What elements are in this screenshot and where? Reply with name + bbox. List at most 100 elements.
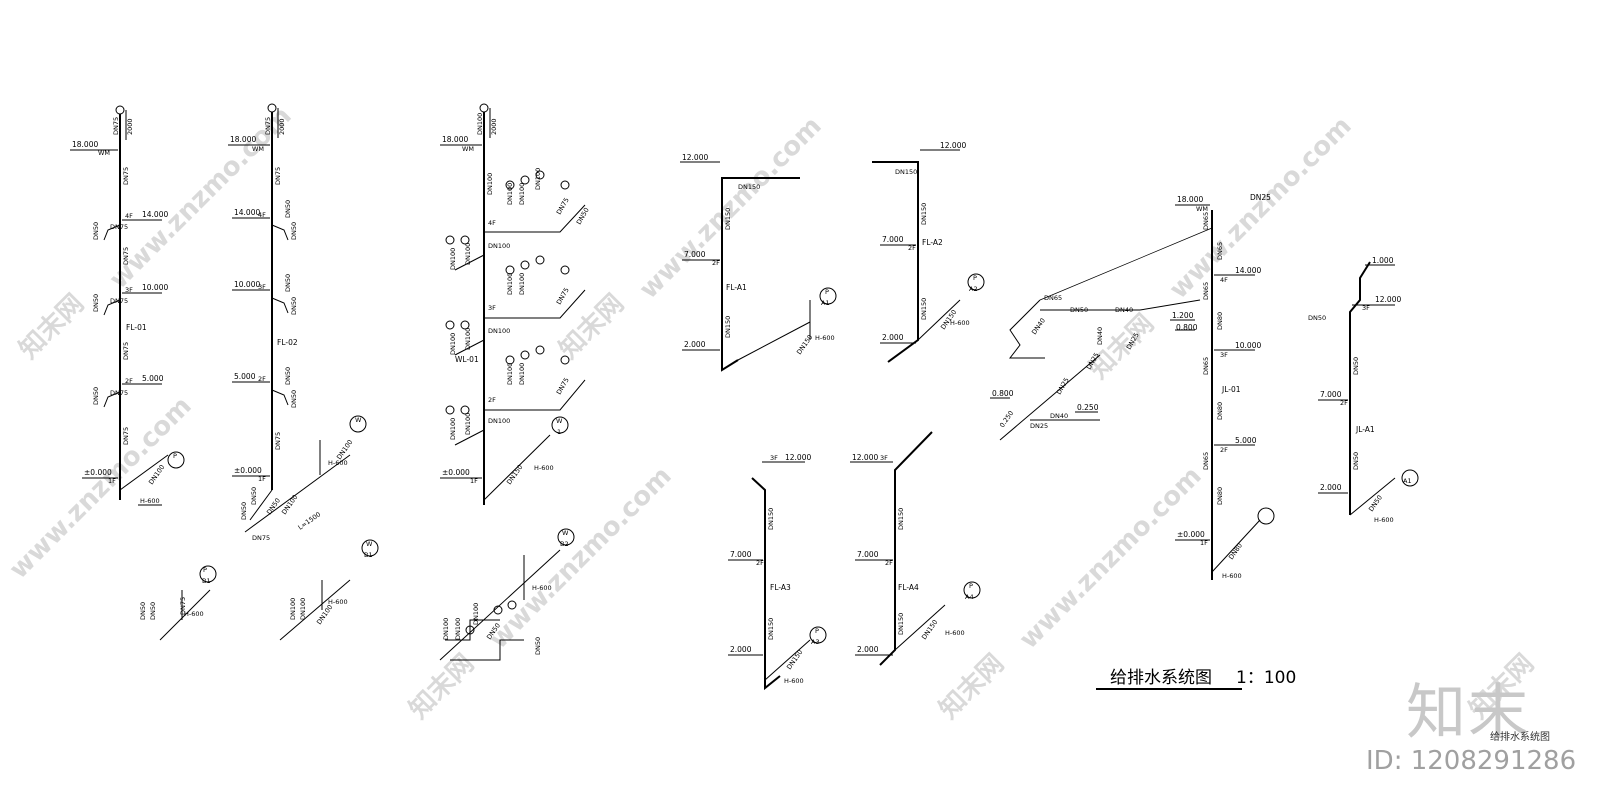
svg-text:DN80: DN80: [1216, 487, 1224, 505]
svg-text:H-600: H-600: [184, 610, 204, 618]
watermark-text: www.znzmo.com: [484, 461, 678, 655]
svg-text:4F: 4F: [488, 219, 496, 227]
svg-text:0.800: 0.800: [992, 389, 1014, 398]
svg-text:DN50: DN50: [575, 206, 591, 226]
svg-text:DN75: DN75: [555, 196, 571, 216]
svg-text:DN75: DN75: [122, 342, 130, 360]
svg-text:2F: 2F: [258, 375, 266, 383]
svg-text:10.000: 10.000: [234, 280, 260, 289]
svg-text:H-600: H-600: [1374, 516, 1394, 524]
svg-text:DN50: DN50: [1367, 494, 1384, 513]
svg-text:DN75: DN75: [110, 223, 128, 231]
svg-text:1F: 1F: [258, 475, 266, 483]
svg-text:14.000: 14.000: [142, 210, 168, 219]
svg-text:H-600: H-600: [534, 464, 554, 472]
brand-subtitle: 给排水系统图: [1490, 732, 1550, 743]
svg-text:WM: WM: [462, 145, 474, 153]
svg-text:12.000: 12.000: [682, 153, 708, 162]
svg-text:DN50: DN50: [534, 637, 542, 655]
svg-text:DN80: DN80: [1216, 312, 1224, 330]
svg-text:H-600: H-600: [784, 677, 804, 685]
svg-text:FL-02: FL-02: [277, 338, 298, 347]
svg-text:DN75: DN75: [264, 117, 272, 135]
svg-text:W: W: [562, 529, 569, 537]
svg-text:WL-01: WL-01: [455, 355, 479, 364]
riser-fl-a4: 12.000 3F DN150 7.000 2F FL-A4 DN150 2.0…: [850, 431, 981, 666]
svg-text:W: W: [355, 416, 362, 424]
svg-text:DN50: DN50: [92, 387, 100, 405]
svg-text:DN100: DN100: [488, 242, 510, 250]
svg-text:B1: B1: [364, 551, 373, 559]
svg-text:2F: 2F: [712, 259, 720, 267]
svg-text:1F: 1F: [1200, 539, 1208, 547]
svg-text:DN25: DN25: [1250, 193, 1271, 202]
svg-text:2F: 2F: [488, 396, 496, 404]
svg-text:18.000: 18.000: [230, 135, 256, 144]
svg-text:2F: 2F: [1340, 399, 1348, 407]
svg-text:3F: 3F: [770, 454, 778, 462]
svg-text:P: P: [815, 627, 819, 635]
svg-text:2.000: 2.000: [857, 645, 879, 654]
image-id-label: ID: 1208291286: [1366, 746, 1577, 776]
svg-text:DN50: DN50: [92, 294, 100, 312]
svg-text:14.000: 14.000: [234, 208, 260, 217]
svg-text:DN150: DN150: [724, 208, 732, 230]
svg-text:P: P: [825, 288, 829, 296]
svg-text:1: 1: [557, 428, 561, 436]
svg-text:2.000: 2.000: [1320, 483, 1342, 492]
svg-text:7.000: 7.000: [857, 550, 879, 559]
svg-text:DN50: DN50: [139, 602, 147, 620]
svg-text:DN75: DN75: [112, 117, 120, 135]
svg-text:2F: 2F: [885, 559, 893, 567]
svg-text:12.000: 12.000: [940, 141, 966, 150]
svg-text:DN100: DN100: [518, 183, 526, 205]
svg-text:JL-A1: JL-A1: [1355, 425, 1375, 434]
svg-text:DN75: DN75: [274, 432, 282, 450]
svg-text:DN40: DN40: [1096, 327, 1104, 345]
brand-logo: 知末: [1406, 678, 1530, 748]
svg-text:DN100: DN100: [315, 603, 334, 626]
svg-text:DN100: DN100: [147, 463, 166, 486]
svg-text:B1: B1: [202, 577, 211, 585]
svg-text:FL-A3: FL-A3: [770, 583, 791, 592]
svg-text:0.250: 0.250: [998, 409, 1015, 429]
svg-text:±0.000: ±0.000: [1177, 530, 1205, 539]
watermark-text: www.znzmo.com: [1014, 461, 1208, 655]
watermark-text: 知末网: [934, 649, 1010, 725]
svg-text:DN100: DN100: [442, 618, 450, 640]
riser-fl-a1: 12.000 DN150 DN150 7.000 2F FL-A1 DN150 …: [680, 153, 837, 372]
svg-text:12.000: 12.000: [852, 453, 878, 462]
svg-text:DN150: DN150: [738, 183, 760, 191]
svg-text:B2: B2: [560, 540, 569, 548]
drawing-title: 给排水系统图: [1110, 668, 1212, 688]
riser-fl-a2: 12.000 DN150 DN150 7.000 2F FL-A2 DN150 …: [872, 141, 985, 363]
svg-text:H-600: H-600: [532, 584, 552, 592]
svg-text:DN100: DN100: [449, 418, 457, 440]
svg-text:DN100: DN100: [449, 248, 457, 270]
svg-text:A1: A1: [1403, 477, 1412, 485]
svg-text:2.000: 2.000: [684, 340, 706, 349]
svg-text:L=1500: L=1500: [297, 510, 323, 531]
svg-text:7.000: 7.000: [882, 235, 904, 244]
svg-text:DN100: DN100: [464, 243, 472, 265]
svg-text:P: P: [973, 274, 977, 282]
svg-text:DN100: DN100: [464, 413, 472, 435]
svg-text:DN75: DN75: [555, 376, 571, 396]
svg-text:2000: 2000: [278, 118, 286, 135]
svg-text:10.000: 10.000: [142, 283, 168, 292]
title-underline: [1096, 688, 1242, 690]
svg-text:±0.000: ±0.000: [442, 468, 470, 477]
svg-text:DN75: DN75: [110, 389, 128, 397]
svg-text:DN65: DN65: [1044, 294, 1062, 302]
svg-text:DN150: DN150: [920, 298, 928, 320]
svg-text:10.000: 10.000: [1235, 341, 1261, 350]
svg-text:18.000: 18.000: [442, 135, 468, 144]
svg-text:DN75: DN75: [122, 427, 130, 445]
svg-text:2F: 2F: [756, 559, 764, 567]
svg-text:DN80: DN80: [1227, 542, 1244, 561]
detail-b1-mid: DN100 DN100 DN100 W B1 H-600: [279, 539, 379, 641]
svg-text:DN65: DN65: [1216, 242, 1224, 260]
svg-text:DN100: DN100: [476, 113, 484, 135]
svg-text:DN50: DN50: [290, 297, 298, 315]
